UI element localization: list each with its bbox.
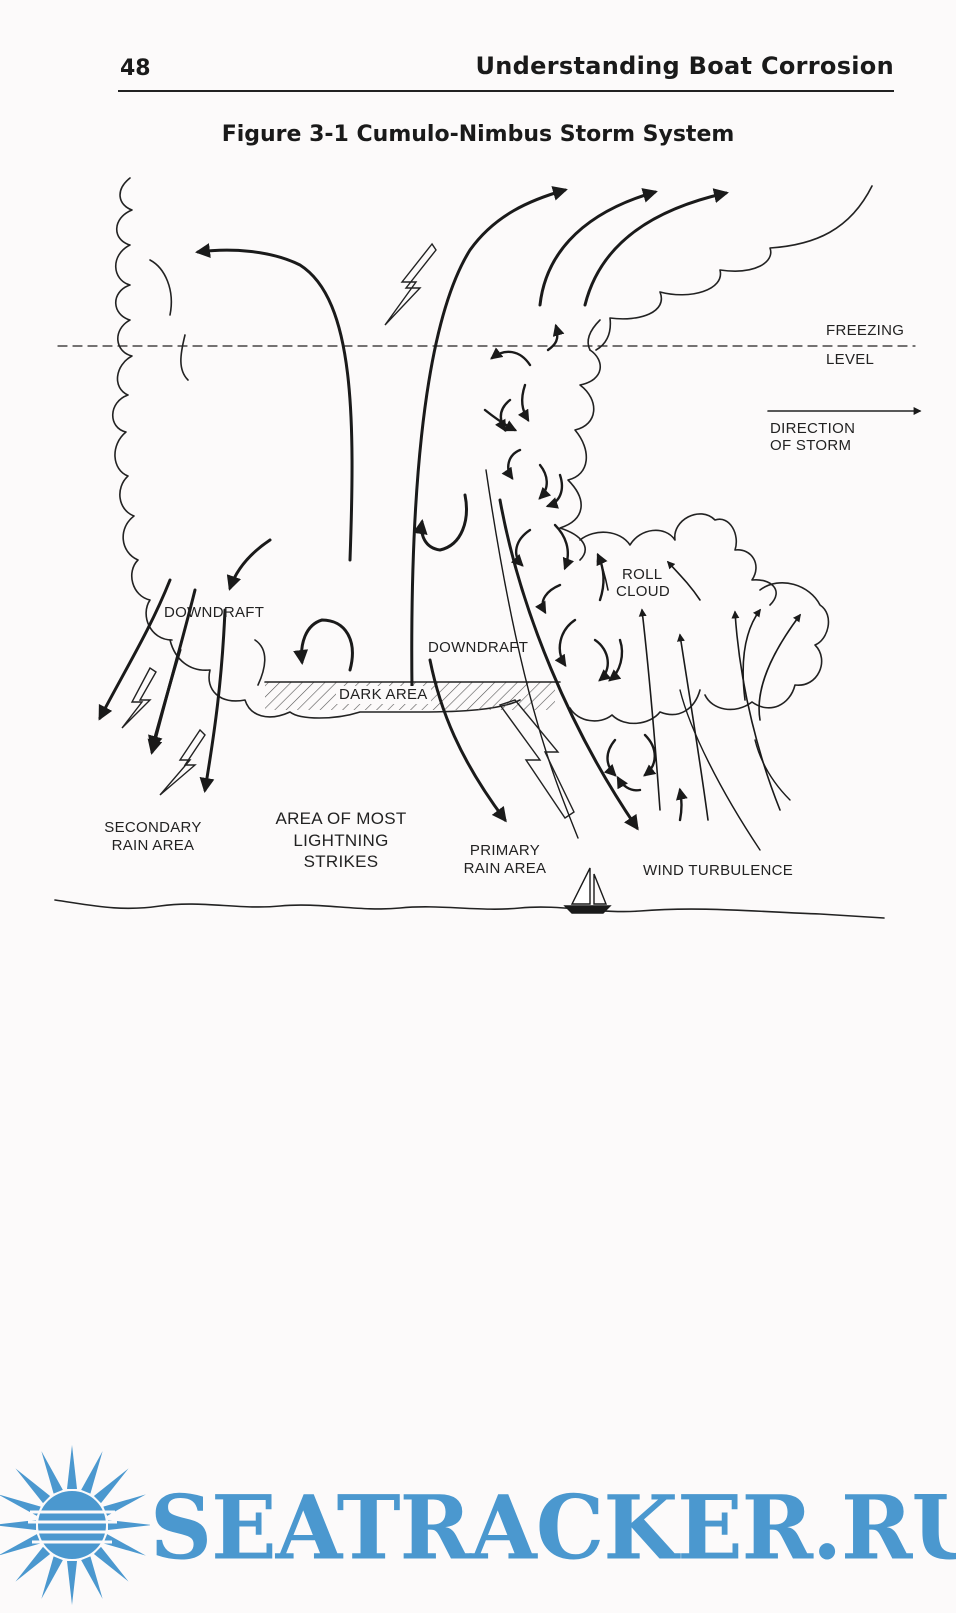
lightning-bolt-primary bbox=[498, 699, 575, 819]
label-freezing: FREEZING bbox=[826, 322, 905, 339]
label-dark-area: DARK AREA bbox=[336, 686, 431, 704]
label-primary: PRIMARY bbox=[469, 842, 541, 859]
roll-cloud-outline bbox=[579, 513, 777, 606]
watermark-text: SEATRACKER.RU bbox=[150, 1476, 956, 1581]
label-level: LEVEL bbox=[826, 351, 875, 368]
page-number: 48 bbox=[120, 56, 151, 81]
label-cloud: CLOUD bbox=[615, 583, 670, 600]
lightning-bolt-left1 bbox=[121, 666, 157, 729]
label-secondary: SECONDARY bbox=[104, 819, 202, 836]
storm-diagram bbox=[54, 177, 922, 919]
lightning-bolt-left2 bbox=[159, 728, 206, 796]
cloud-base bbox=[169, 639, 521, 719]
label-direction-line1: DIRECTION bbox=[770, 420, 856, 437]
label-lightning: LIGHTNING bbox=[293, 831, 389, 850]
label-roll: ROLL bbox=[622, 566, 663, 583]
label-area-of-most: AREA OF MOST bbox=[275, 809, 407, 828]
cloud-anvil-right bbox=[595, 185, 873, 351]
sun-icon bbox=[0, 1445, 150, 1605]
cloud-tower bbox=[559, 349, 601, 561]
label-wind-turbulence: WIND TURBULENCE bbox=[643, 862, 794, 879]
label-downdraft-left: DOWNDRAFT bbox=[164, 604, 265, 621]
cloud-outline-left bbox=[112, 177, 173, 641]
sea-surface bbox=[54, 899, 885, 919]
label-downdraft-right: DOWNDRAFT bbox=[428, 639, 529, 656]
figure-caption: Figure 3-1 Cumulo-Nimbus Storm System bbox=[221, 122, 735, 147]
sailboat-icon bbox=[563, 867, 612, 914]
header-rule bbox=[118, 90, 894, 92]
lightning-bolt-top bbox=[384, 242, 437, 326]
label-strikes: STRIKES bbox=[303, 852, 379, 871]
label-rain-area-secondary: RAIN AREA bbox=[111, 837, 195, 854]
label-rain-area-primary: RAIN AREA bbox=[463, 860, 547, 877]
label-direction-line2: OF STORM bbox=[770, 437, 852, 454]
running-title: Understanding Boat Corrosion bbox=[475, 52, 894, 80]
updraft-arrow bbox=[195, 243, 354, 562]
